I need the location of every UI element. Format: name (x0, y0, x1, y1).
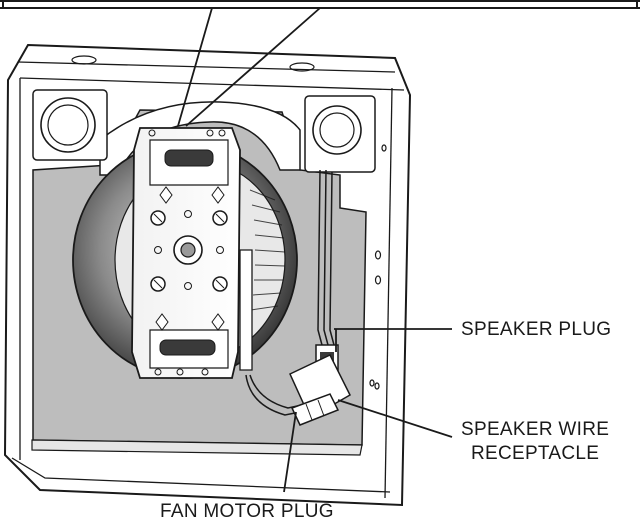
speaker-left-icon (32, 89, 108, 161)
speaker-right-icon (304, 95, 376, 173)
leader-lines (177, 7, 453, 493)
motor-mount-plate (131, 127, 241, 379)
speaker-wire-label-line2: RECEPTACLE (470, 443, 600, 464)
speaker-wire-receptacle-label: SPEAKER WIRE RECEPTACLE (461, 418, 609, 466)
fan-motor-plug-label: FAN MOTOR PLUG (160, 501, 334, 522)
top-callout-box (0, 0, 640, 9)
fan-motor-plug (290, 393, 340, 426)
speaker-plug-label: SPEAKER PLUG (461, 319, 612, 340)
speaker-wire-label-line1: SPEAKER WIRE (461, 419, 610, 440)
wall-knockouts (369, 144, 387, 390)
